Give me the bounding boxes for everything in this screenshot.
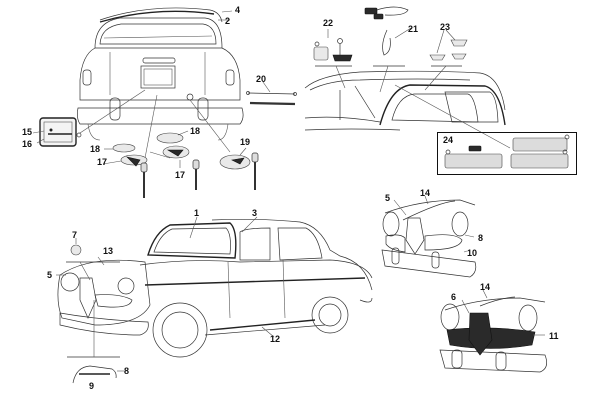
callout-10: 10 (467, 248, 478, 258)
badge-emblem (70, 244, 82, 256)
callout-14a: 14 (420, 188, 431, 198)
headlight-trim (72, 365, 117, 384)
callout-18a: 18 (90, 144, 101, 154)
boot-strut (246, 91, 297, 106)
callout-13: 13 (103, 246, 114, 256)
callout-16: 16 (22, 139, 33, 149)
callout-21: 21 (408, 24, 419, 34)
callout-8b: 8 (478, 233, 484, 243)
front-view-grille (381, 199, 477, 278)
callout-3: 3 (252, 208, 258, 218)
light-wiring (364, 6, 409, 93)
sun-visors (444, 134, 570, 169)
callout-1: 1 (194, 208, 200, 218)
license-plate-light (39, 117, 82, 147)
sun-visor-inset-frame (437, 132, 577, 175)
rear-view-car (76, 7, 244, 141)
callout-6: 6 (451, 292, 457, 302)
side-view-car (57, 218, 373, 358)
callout-5b: 5 (385, 193, 391, 203)
callout-19: 19 (240, 137, 251, 147)
rear-window (99, 23, 217, 45)
coat-hooks (313, 38, 353, 89)
callout-23: 23 (440, 22, 451, 32)
rear-window-seal (94, 17, 223, 49)
callout-2: 2 (225, 16, 231, 26)
roof-interior (304, 70, 511, 149)
callout-20: 20 (256, 74, 267, 84)
callout-17a: 17 (97, 157, 108, 167)
callout-11: 11 (549, 331, 559, 341)
callout-8a: 8 (124, 366, 130, 376)
callout-15: 15 (22, 127, 33, 137)
callout-12: 12 (270, 334, 281, 344)
callout-4: 4 (235, 5, 241, 15)
boot-locks (112, 132, 259, 198)
callout-17b: 17 (175, 170, 186, 180)
interior-light-lenses (424, 39, 468, 91)
front-view-full-grille (439, 296, 547, 373)
callout-7: 7 (72, 230, 78, 240)
callout-5a: 5 (47, 270, 53, 280)
callout-9: 9 (89, 381, 95, 391)
callout-22: 22 (323, 18, 334, 28)
callout-18b: 18 (190, 126, 201, 136)
callout-24: 24 (443, 135, 454, 145)
callout-14b: 14 (480, 282, 491, 292)
fuel-cap-point (186, 93, 194, 101)
